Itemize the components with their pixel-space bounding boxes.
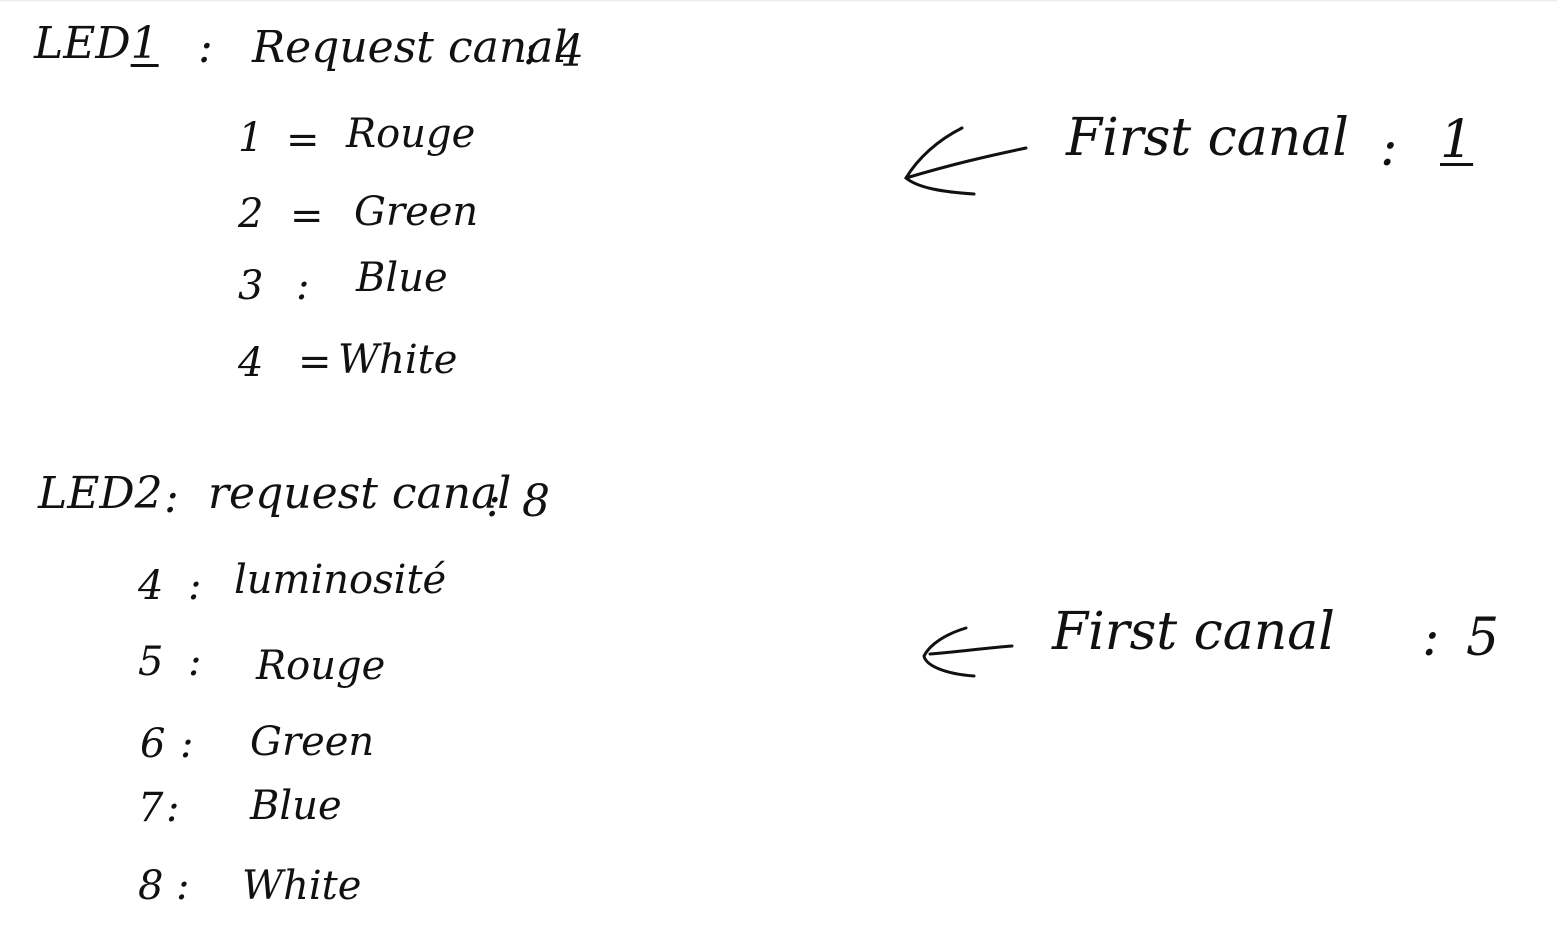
led1-channel-1-num: 1 [238,115,264,161]
led2-first-canal-label: First canal [1052,602,1335,662]
led1-channel-3-color: Blue [356,255,448,301]
led1-channel-2-num: 2 [238,191,264,237]
led1-channel-2-color: Green [354,189,479,235]
led1-first-canal-sep: : [1380,118,1398,178]
led2-channel-6-num: 6 [140,721,166,767]
led2-first-canal-value: 5 [1466,608,1500,668]
led2-channel-8-color: White [242,863,362,909]
led2-channel-4-color: luminosité [234,557,447,603]
led1-request-value: 4 [556,26,584,77]
led1-first-canal-label: First canal [1066,108,1349,168]
led1-header: LED1 [34,22,159,66]
led2-request-sep: : [486,476,501,527]
led1-channel-4-sep: = [298,339,332,385]
led2-channel-4-sep: : [188,563,202,609]
led2-channel-6-sep: : [180,721,194,767]
led2-first-canal-sep: : [1422,608,1440,668]
led2-channel-5-num: 5 [138,639,164,685]
led1-led-label: LED [34,18,131,69]
led2-channel-5-sep: : [188,639,202,685]
led2-channel-7-color: Blue [250,783,342,829]
led2-channel-7-num: 7 [138,785,164,831]
led2-channel-8-num: 8 [138,863,164,909]
led2-channel-4-num: 4 [138,563,164,609]
top-edge-divider [0,0,1557,2]
led2-led-label: LED2 [38,468,163,519]
led2-request-value: 8 [522,476,550,527]
led1-channel-3-num: 3 [238,263,264,309]
led1-request-sep: : [523,24,538,75]
led1-channel-4-color: White [338,337,458,383]
led2-channel-7-sep: : [166,785,180,831]
led1-channel-1-color: Rouge [346,111,476,157]
led2-header-sep: : [164,472,179,523]
led1-first-canal-value: 1 [1440,110,1474,170]
led1-request-label: Request canal [252,22,568,73]
led2-request-label: request canal [208,468,512,519]
led2-channel-8-sep: : [176,863,190,909]
led1-channel-3-sep: : [296,263,310,309]
led1-number: 1 [130,18,159,69]
led2-arrow-left-icon [922,626,1014,678]
led1-arrow-left-icon [904,126,1028,196]
led2-channel-5-color: Rouge [256,643,386,689]
led1-header-sep: : [198,22,213,73]
led2-channel-6-color: Green [250,719,375,765]
led1-channel-1-sep: = [286,117,320,163]
led1-channel-4-num: 4 [238,340,264,386]
led1-channel-2-sep: = [290,193,324,239]
